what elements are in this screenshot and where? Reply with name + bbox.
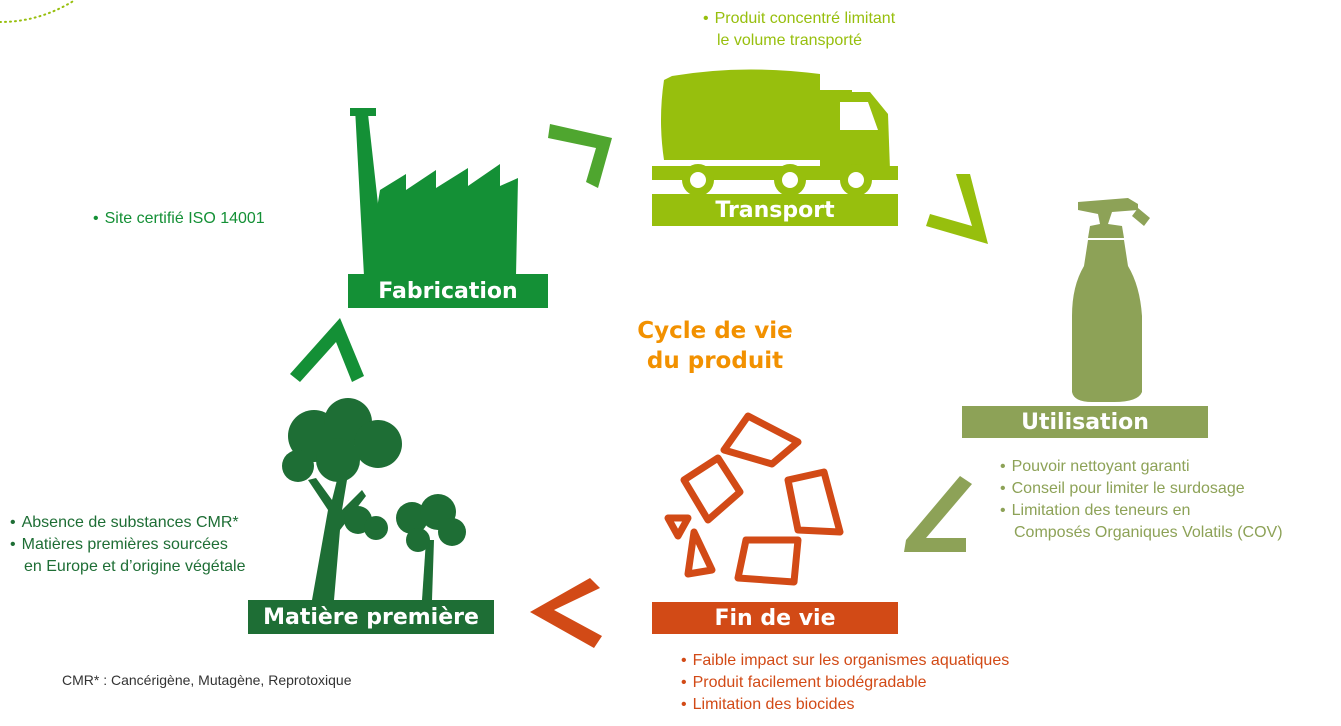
list-item: le volume transporté [717, 32, 862, 49]
bullet: • [1000, 502, 1006, 519]
list-item: •Absence de substances CMR* [10, 514, 239, 531]
arrow-utilisation-to-fin-de-vie [904, 476, 972, 552]
arrow-fabrication-to-transport [548, 124, 612, 188]
bullet: • [681, 696, 687, 713]
list-item: •Faible impact sur les organismes aquati… [681, 652, 1010, 669]
bullet: • [681, 674, 687, 691]
cycle-title: Cycle de vie du produit [600, 316, 830, 376]
factory-icon [350, 108, 518, 276]
arrow-transport-to-utilisation [926, 174, 988, 244]
bullet: • [1000, 458, 1006, 475]
cycle-title-line1: Cycle de vie [637, 318, 793, 344]
list-item: •Limitation des teneurs en [1000, 502, 1191, 519]
list-item: •Produit facilement biodégradable [681, 674, 927, 691]
fin-de-vie-label: Fin de vie [652, 602, 898, 634]
fabrication-notes: •Site certifié ISO 14001 [93, 208, 265, 230]
transport-notes: •Produit concentré limitant le volume tr… [703, 8, 895, 52]
list-item: •Matières premières sourcées [10, 536, 228, 553]
list-item: en Europe et d’origine végétale [24, 558, 246, 575]
trees-icon [282, 398, 466, 600]
spray-bottle-icon [1072, 198, 1150, 402]
matiere-premiere-notes: •Absence de substances CMR* •Matières pr… [10, 512, 246, 578]
decorative-dotted-arc [0, 0, 76, 23]
arrow-fin-de-vie-to-matiere-premiere [530, 578, 602, 648]
arrow-matiere-premiere-to-fabrication [290, 318, 364, 382]
bullet: • [10, 514, 16, 531]
truck-icon [652, 69, 898, 196]
list-item: •Conseil pour limiter le surdosage [1000, 480, 1245, 497]
bullet: • [703, 10, 709, 27]
list-item: Composés Organiques Volatils (COV) [1014, 524, 1283, 541]
fabrication-label: Fabrication [348, 274, 548, 308]
bullet: • [681, 652, 687, 669]
list-item: •Site certifié ISO 14001 [93, 210, 265, 227]
bullet: • [10, 536, 16, 553]
transport-label: Transport [652, 194, 898, 226]
bullet: • [93, 210, 99, 227]
footnote: CMR* : Cancérigène, Mutagène, Reprotoxiq… [62, 672, 352, 688]
cycle-title-line2: du produit [646, 348, 784, 374]
list-item: •Produit concentré limitant [703, 10, 896, 27]
list-item: •Limitation des biocides [681, 696, 855, 713]
list-item: •Pouvoir nettoyant garanti [1000, 458, 1190, 475]
matiere-premiere-label: Matière première [248, 600, 494, 634]
utilisation-notes: •Pouvoir nettoyant garanti •Conseil pour… [1000, 456, 1283, 544]
fin-de-vie-notes: •Faible impact sur les organismes aquati… [681, 650, 1009, 716]
recycle-icon [664, 412, 844, 586]
bullet: • [1000, 480, 1006, 497]
utilisation-label: Utilisation [962, 406, 1208, 438]
